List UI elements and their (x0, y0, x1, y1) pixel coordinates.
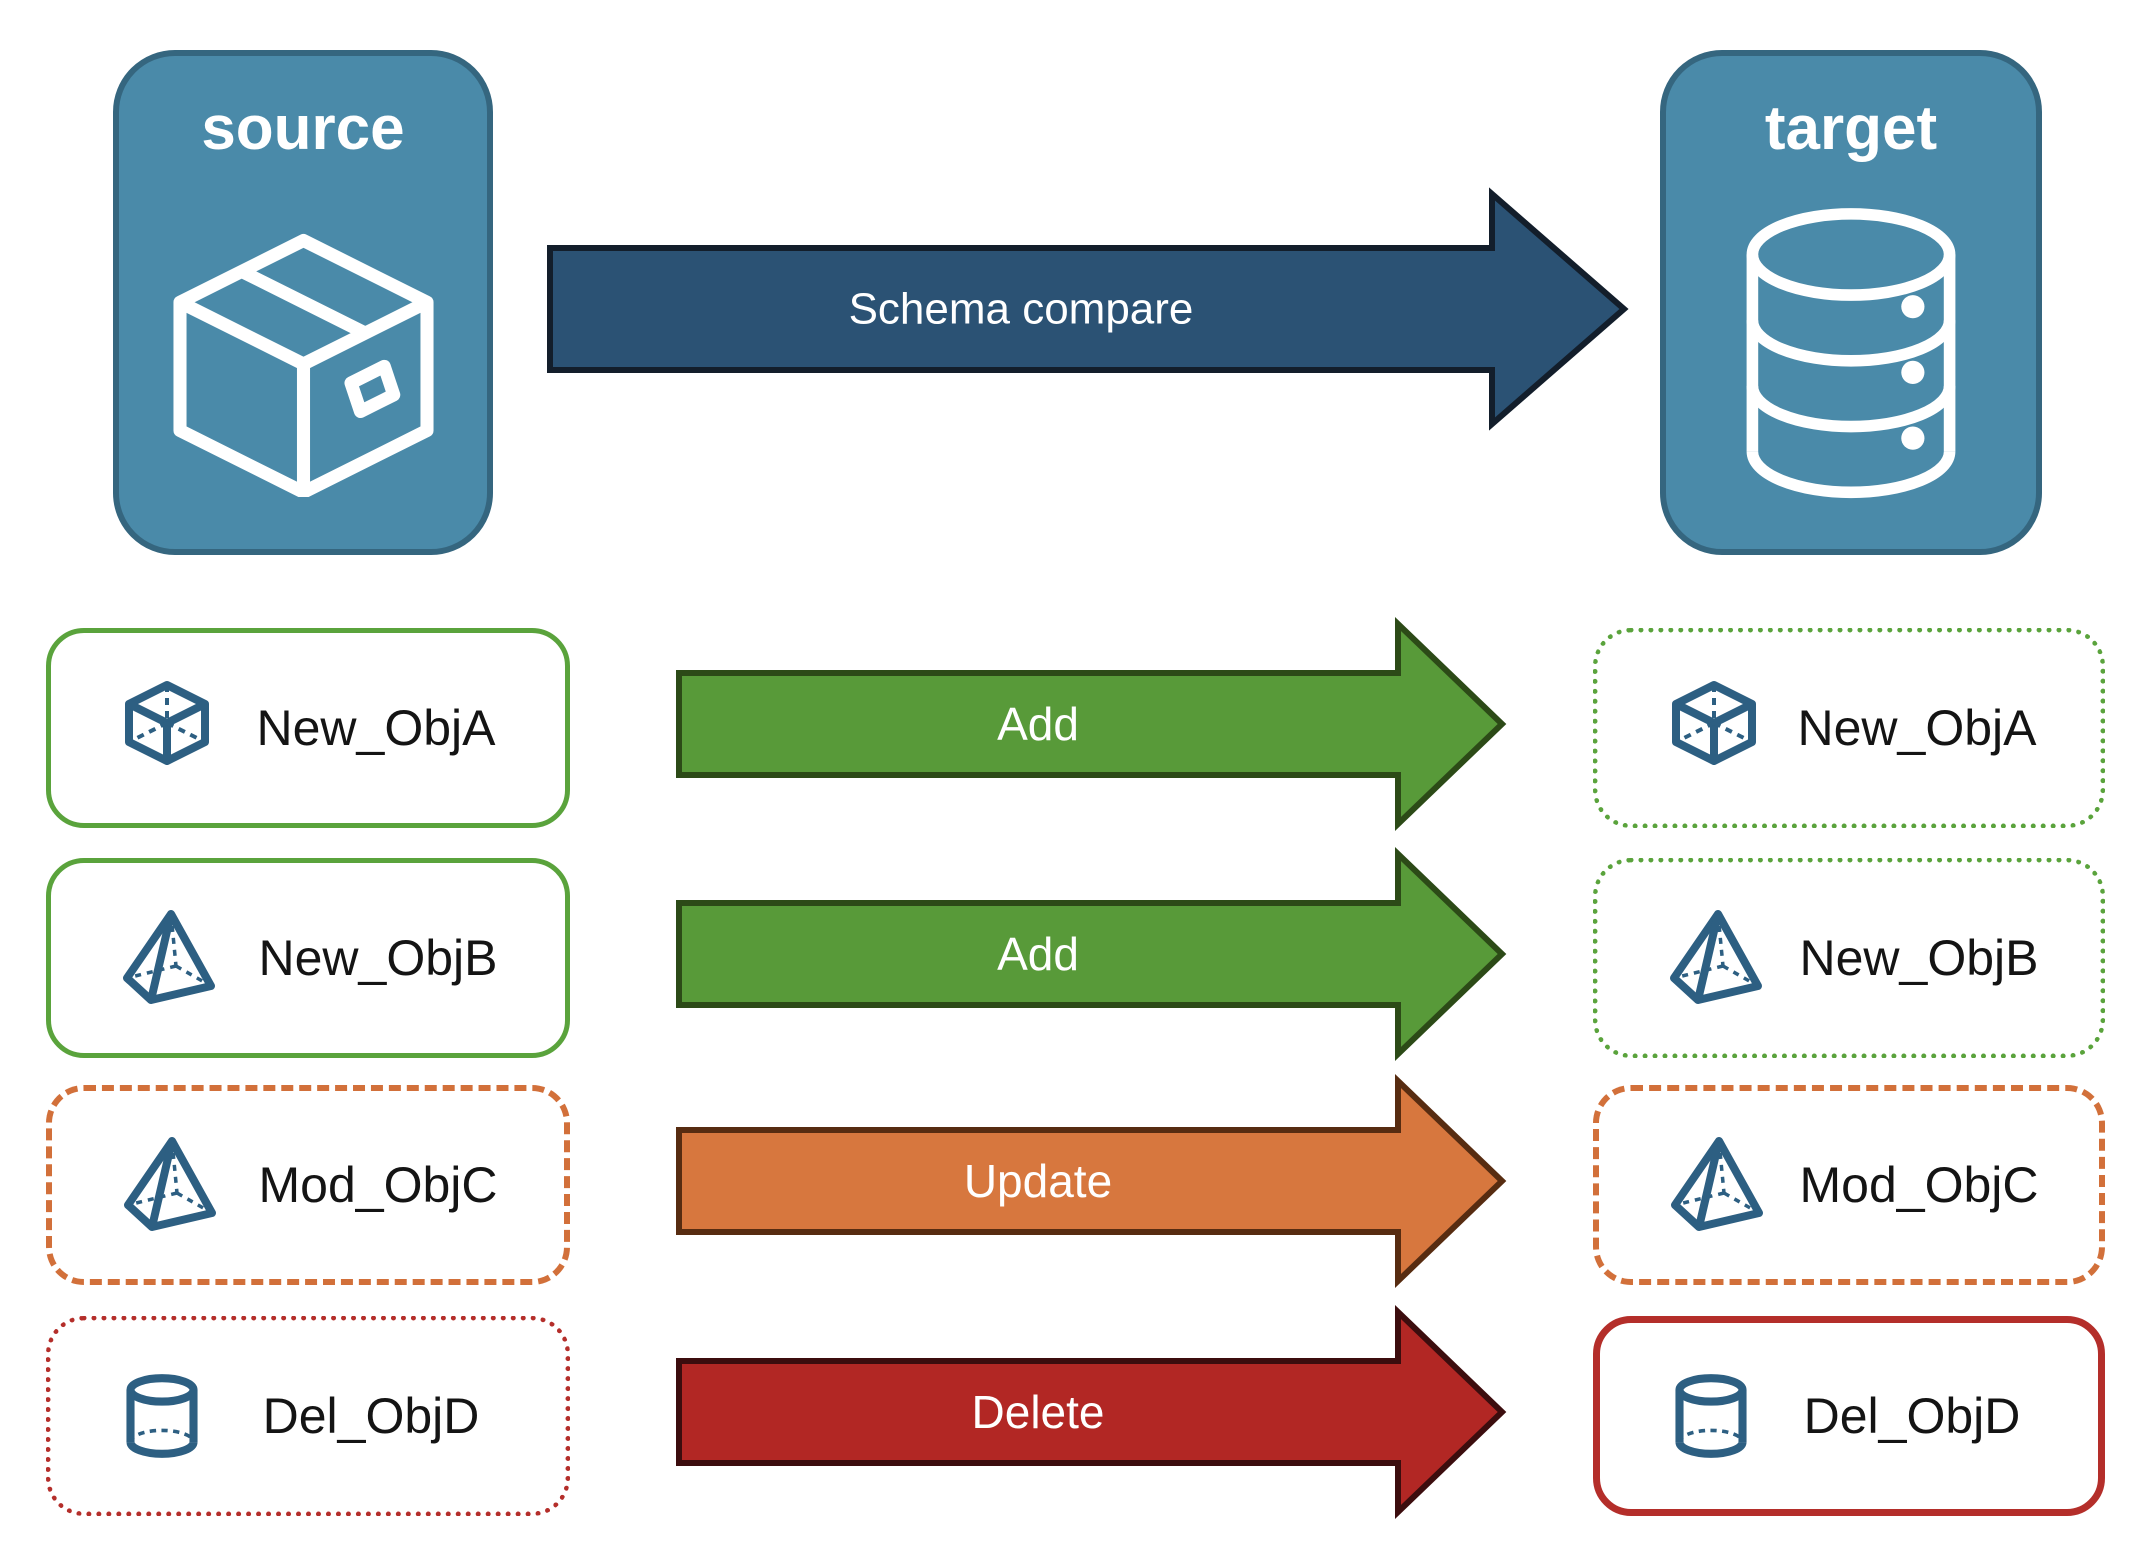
source-object-label: New_ObjA (256, 700, 496, 756)
package-icon (119, 160, 487, 549)
update-arrow-row3: Update (676, 1073, 1507, 1289)
target-object-label: Del_ObjD (1803, 1388, 2021, 1444)
add-arrow-row1: Add (676, 616, 1507, 832)
target-object-label: New_ObjA (1797, 700, 2037, 756)
add-arrow-row2: Add (676, 846, 1507, 1062)
cylinder-icon (117, 1366, 207, 1466)
target-card-new-objb: New_ObjB (1593, 858, 2105, 1058)
source-node: source (113, 50, 493, 555)
target-object-label: New_ObjB (1799, 930, 2039, 986)
target-node: target (1660, 50, 2042, 555)
pyramid-icon (1664, 908, 1768, 1008)
delete-arrow-row4: Delete (676, 1304, 1507, 1520)
source-card-del-objd: Del_ObjD (46, 1316, 570, 1516)
source-card-new-objb: New_ObjB (46, 858, 570, 1058)
delete-arrow-label: Delete (972, 1386, 1105, 1438)
source-object-label: Del_ObjD (262, 1388, 480, 1444)
source-object-label: New_ObjB (258, 930, 498, 986)
pyramid-icon (117, 908, 221, 1008)
schema-compare-label: Schema compare (849, 285, 1194, 334)
add-arrow-label: Add (997, 698, 1079, 750)
target-card-del-objd: Del_ObjD (1593, 1316, 2105, 1516)
database-icon (1666, 160, 2036, 549)
cylinder-icon (1666, 1366, 1756, 1466)
source-card-new-obja: New_ObjA (46, 628, 570, 828)
update-arrow-label: Update (964, 1155, 1112, 1207)
cube-icon (1664, 678, 1764, 778)
target-card-mod-objc: Mod_ObjC (1593, 1085, 2105, 1285)
target-card-new-obja: New_ObjA (1593, 628, 2105, 828)
cube-icon (117, 678, 217, 778)
source-object-label: Mod_ObjC (258, 1157, 498, 1213)
pyramid-icon (118, 1135, 222, 1235)
target-node-title: target (1764, 94, 1938, 163)
schema-compare-arrow: Schema compare (547, 187, 1629, 431)
add-arrow-label: Add (997, 928, 1079, 980)
pyramid-icon (1665, 1135, 1769, 1235)
target-object-label: Mod_ObjC (1799, 1157, 2039, 1213)
source-card-mod-objc: Mod_ObjC (46, 1085, 570, 1285)
source-node-title: source (201, 94, 405, 163)
